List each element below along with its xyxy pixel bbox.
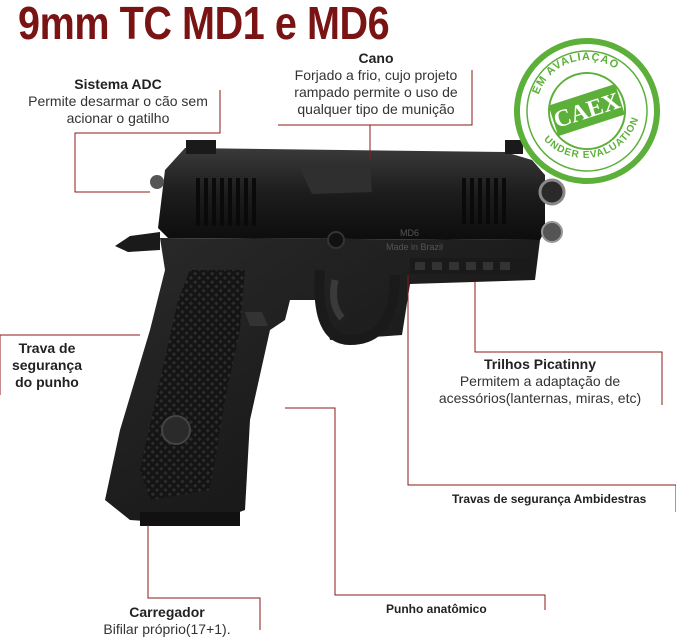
- callout-sistema-adc: Sistema ADC Permite desarmar o cão sem a…: [18, 76, 218, 127]
- slide-marking-origin: Made in Brazil: [386, 242, 443, 252]
- callout-trilhos-line1: Permitem a adaptação de: [459, 373, 621, 389]
- callout-trava-punho-line3: do punho: [15, 374, 79, 390]
- callout-trava-punho-line2: segurança: [11, 357, 83, 373]
- caex-evaluation-seal: EM AVALIAÇÃO CAEX UNDER EVALUATION: [514, 38, 660, 184]
- callout-trava-punho: Trava de segurança do punho: [6, 340, 88, 391]
- callout-sistema-adc-heading: Sistema ADC: [74, 76, 162, 92]
- callout-sistema-adc-line2: acionar o gatilho: [66, 110, 170, 126]
- callout-cano-heading: Cano: [358, 50, 394, 66]
- callout-trilhos-line2: acessórios(lanternas, miras, etc): [438, 390, 642, 406]
- callout-cano-line3: qualquer tipo de munição: [297, 101, 455, 117]
- page-title: 9mm TC MD1 e MD6: [18, 0, 390, 49]
- callout-cano-line2: rampado permite o uso de: [294, 84, 458, 100]
- callout-carregador-line1: Bifilar próprio(17+1).: [103, 621, 231, 637]
- callout-punho-anatomico: Punho anatômico: [386, 602, 487, 616]
- callout-travas-ambidestras: Travas de segurança Ambidestras: [452, 492, 647, 506]
- callout-trava-punho-line1: Trava de: [18, 340, 76, 356]
- callout-carregador-heading: Carregador: [129, 604, 205, 620]
- callout-cano-line1: Forjado a frio, cujo projeto: [294, 67, 458, 83]
- callout-trilhos: Trilhos Picatinny Permitem a adaptação d…: [420, 356, 660, 407]
- callout-trilhos-heading: Trilhos Picatinny: [483, 356, 597, 372]
- callout-carregador: Carregador Bifilar próprio(17+1).: [92, 604, 242, 638]
- slide-marking-model: MD6: [400, 228, 419, 238]
- callout-cano: Cano Forjado a frio, cujo projeto rampad…: [282, 50, 470, 118]
- callout-sistema-adc-line1: Permite desarmar o cão sem: [28, 93, 208, 109]
